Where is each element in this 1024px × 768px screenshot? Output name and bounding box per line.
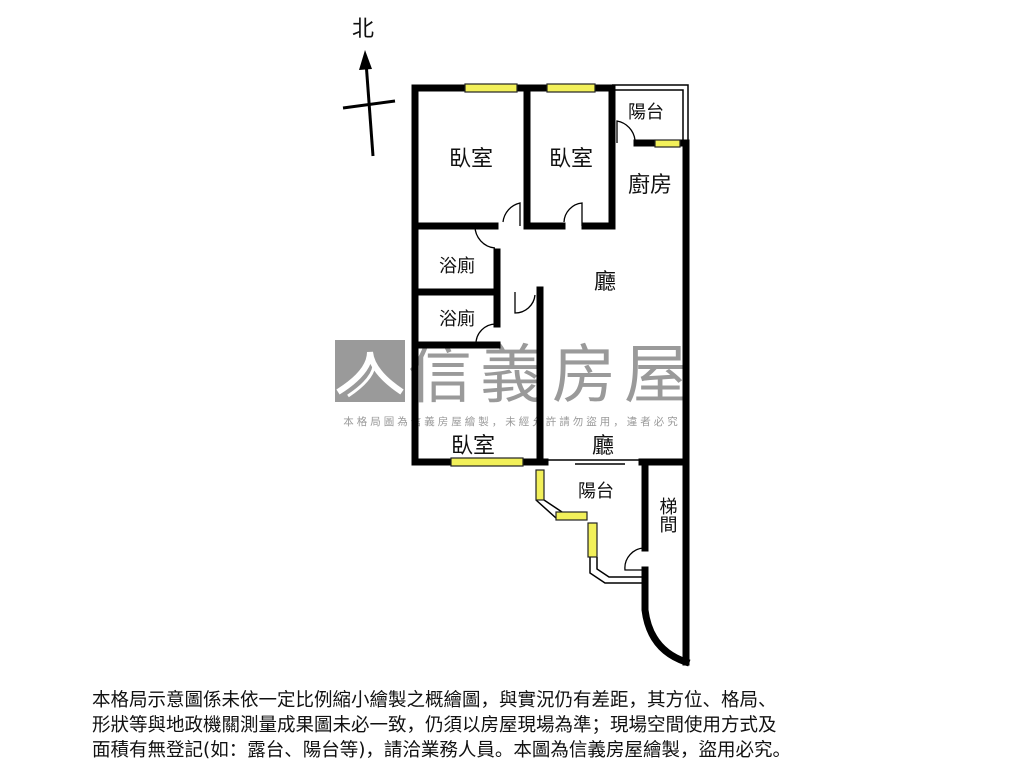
windows — [450, 83, 681, 558]
room-label-living: 廳 — [594, 270, 616, 295]
door — [502, 202, 521, 226]
room-label-bedroom: 臥室 — [451, 434, 495, 459]
doors — [474, 120, 646, 571]
door — [624, 547, 646, 571]
watermark: 信義房屋 本格局圖為信義房屋繪製，未經允許請勿盜用，違者必究 — [335, 339, 696, 428]
room-label-bedroom: 臥室 — [449, 147, 493, 172]
north-compass: 北 — [342, 17, 396, 157]
room-label-balcony: 陽台 — [628, 102, 664, 123]
room-label-kitchen: 廚房 — [628, 173, 672, 198]
room-label-stairwell: 梯間 — [657, 497, 678, 534]
brand-logo — [335, 340, 405, 402]
window — [535, 469, 545, 501]
room-labels: 臥室 臥室 陽台 廚房 浴廁 浴廁 廳 廳 臥室 陽台 梯間 — [439, 102, 678, 534]
room-label-living: 廳 — [592, 434, 614, 459]
window — [464, 83, 518, 93]
window — [555, 511, 588, 521]
door — [563, 202, 583, 226]
door — [514, 292, 536, 314]
disclaimer-line: 形狀等與地政機關測量成果圖未必一致，仍須以房屋現場為準；現場空間使用方式及 — [92, 715, 777, 736]
north-label: 北 — [352, 17, 374, 42]
watermark-caption: 本格局圖為信義房屋繪製，未經允許請勿盜用，違者必究 — [343, 415, 681, 428]
north-arrow-icon — [359, 50, 372, 70]
window — [450, 457, 524, 467]
door — [475, 323, 498, 346]
room-label-bathroom: 浴廁 — [439, 255, 475, 277]
door — [474, 225, 497, 249]
room-label-bedroom: 臥室 — [549, 147, 593, 172]
window — [654, 139, 681, 148]
disclaimer: 本格局示意圖係未依一定比例縮小繪製之概繪圖，與實況仍有差距，其方位、格局、 形狀… — [92, 688, 992, 763]
room-label-balcony: 陽台 — [578, 481, 614, 502]
window — [546, 83, 596, 93]
disclaimer-line: 本格局示意圖係未依一定比例縮小繪製之概繪圖，與實況仍有差距，其方位、格局、 — [92, 690, 777, 711]
window — [587, 522, 598, 558]
watermark-brand: 信義房屋 — [408, 339, 696, 413]
balcony-outlines — [535, 84, 689, 584]
door — [616, 120, 636, 143]
disclaimer-line: 面積有無登記(如：露台、陽台等)，請洽業務人員。本圖為信義房屋繪製，盜用必究。 — [92, 740, 791, 761]
room-label-bathroom: 浴廁 — [439, 308, 475, 330]
